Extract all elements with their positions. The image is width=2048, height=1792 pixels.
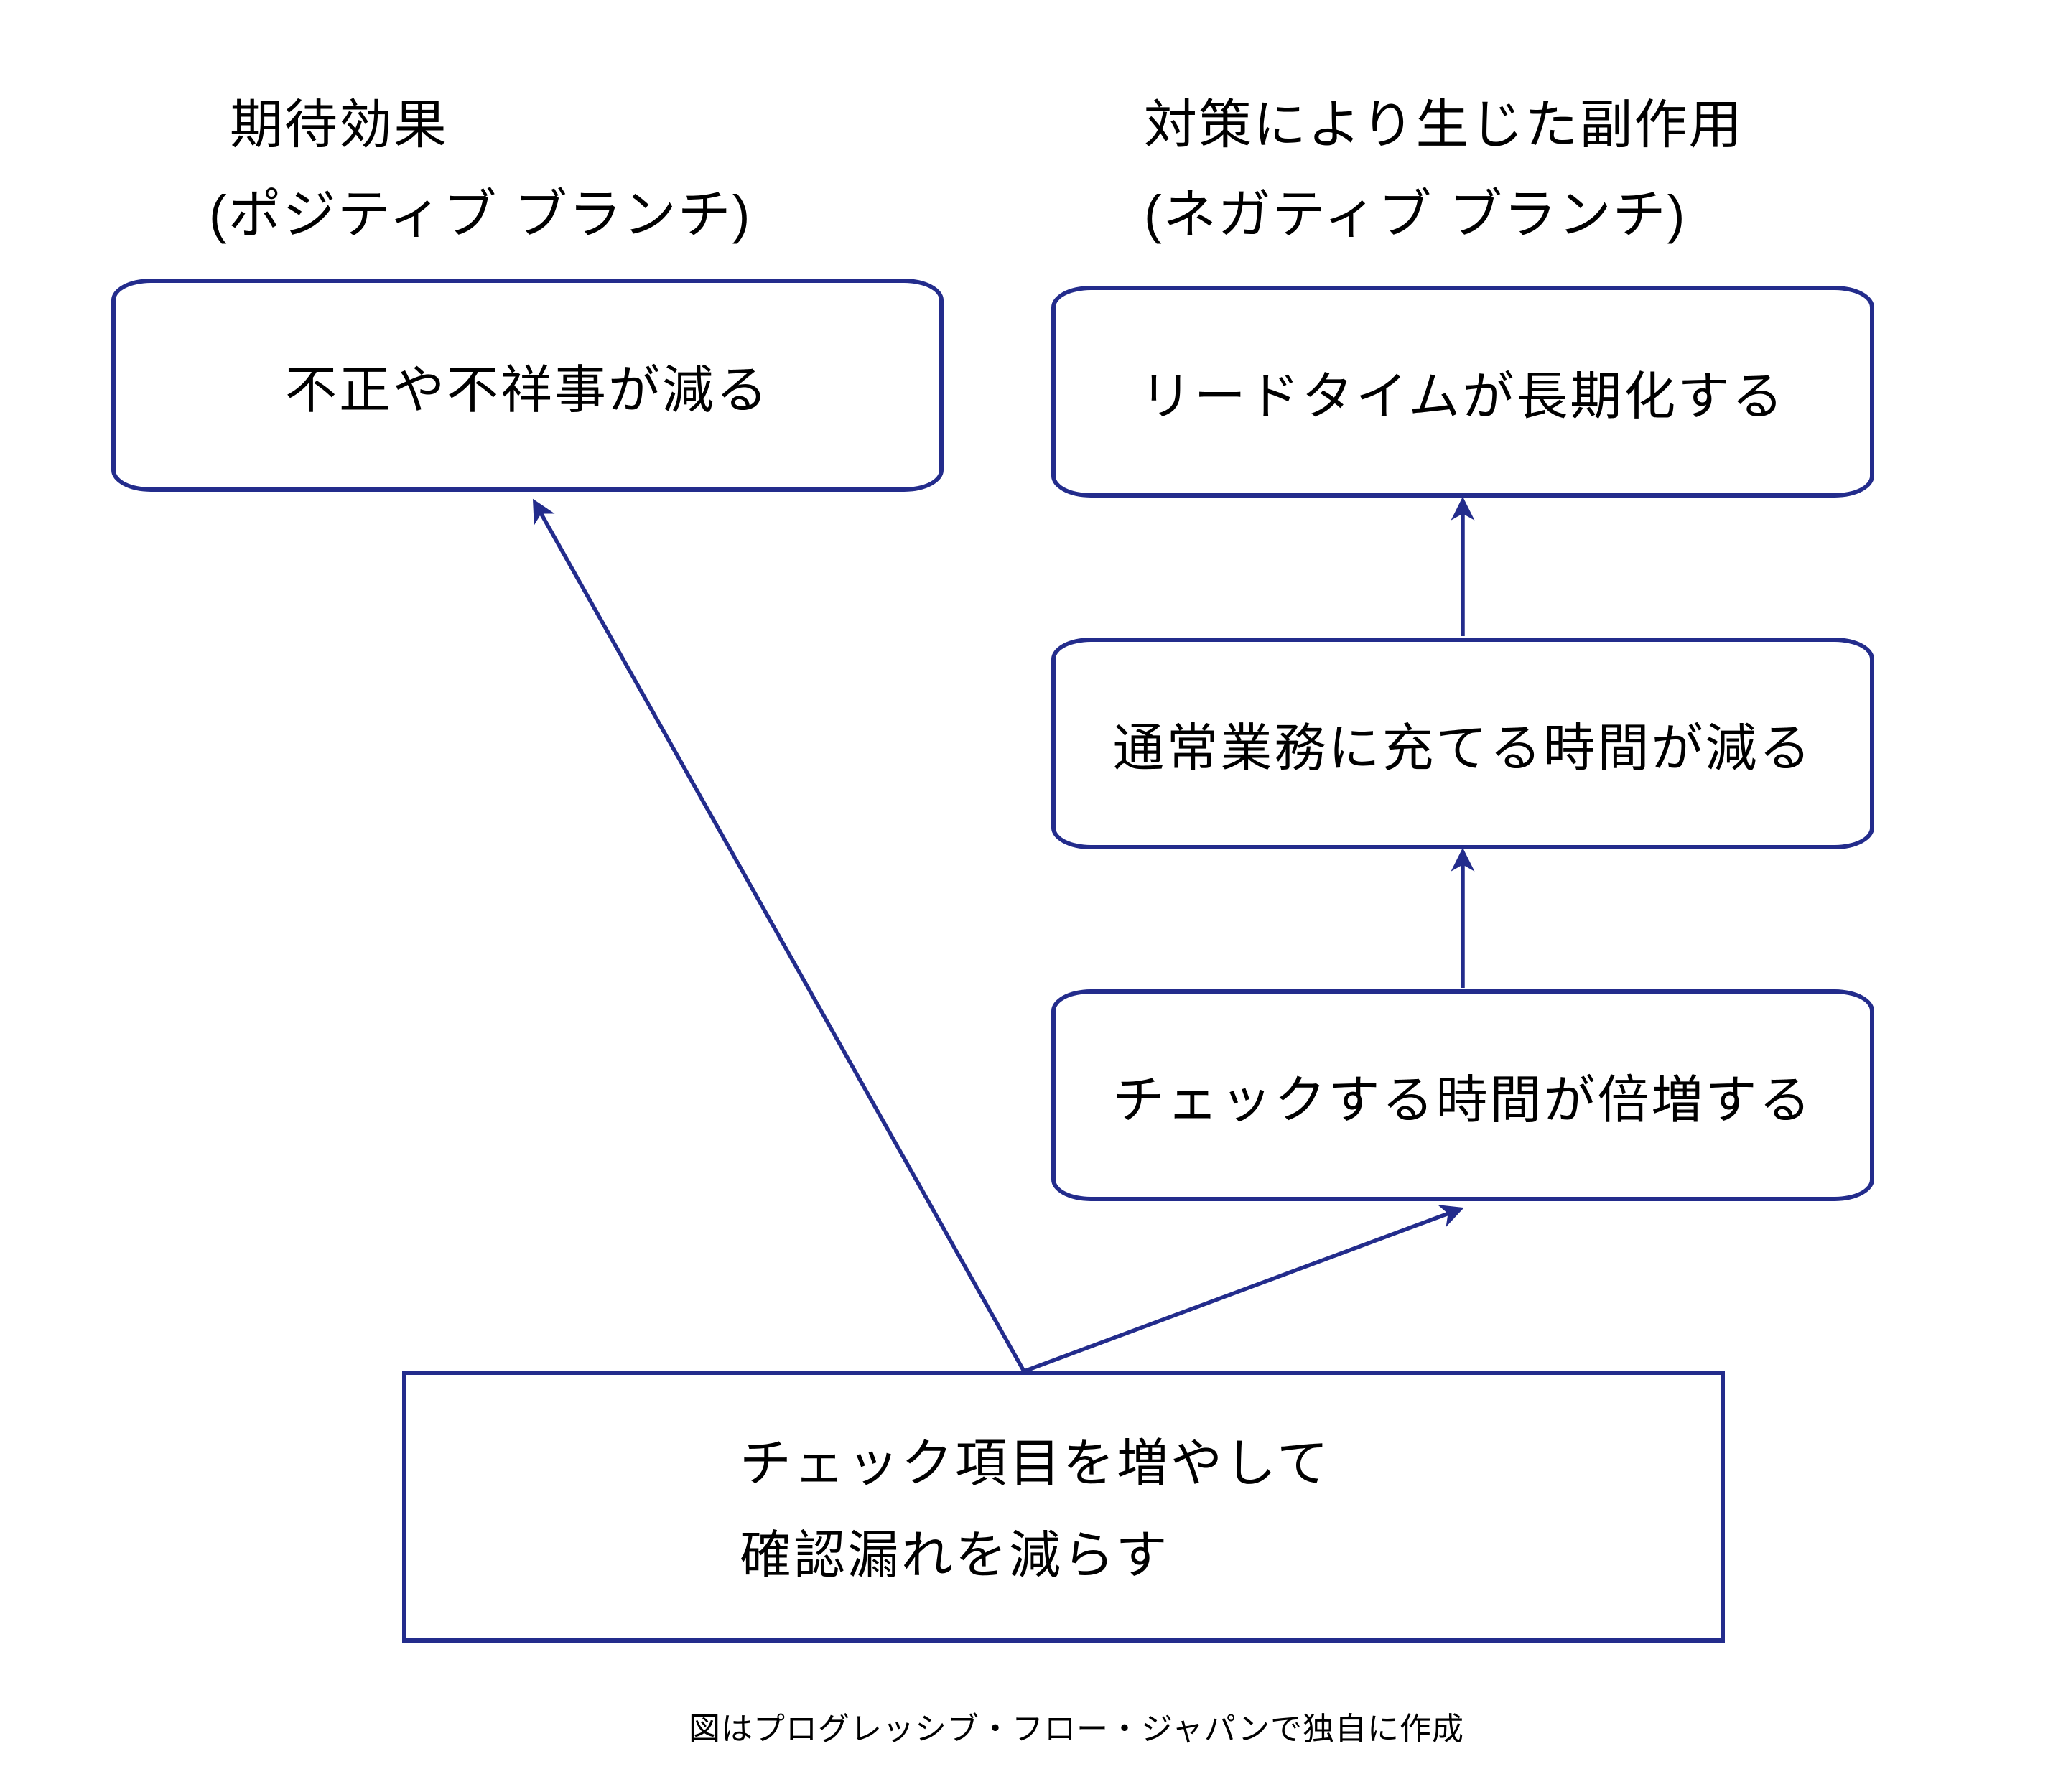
node-root-action-line2: 確認漏れを減らす	[740, 1527, 1170, 1585]
node-root-action-line1: チェック項目を増やして	[740, 1435, 1331, 1493]
node-regular-work-time: 通常業務に充てる時間が減る	[1051, 638, 1874, 849]
node-lead-time: リードタイムが長期化する	[1051, 286, 1874, 498]
node-check-time-label: チェックする時間が倍増する	[1112, 1072, 1813, 1129]
node-root-action: チェック項目を増やして 確認漏れを減らす	[402, 1371, 1725, 1643]
node-positive-effect-label: 不正や不祥事が減る	[284, 362, 770, 419]
header-negative-subtitle: (ネガティブ ブランチ)	[1144, 185, 1687, 244]
header-negative-title: 対策により生じた副作用	[1144, 95, 1744, 154]
header-positive-subtitle: (ポジティブ ブランチ)	[209, 185, 752, 244]
header-positive-title: 期待効果	[230, 95, 448, 154]
arrow-root-to-positive-effect	[532, 498, 1026, 1373]
arrow-root-to-check-time	[1023, 1205, 1464, 1373]
caption: 図はプログレッシブ・フロー・ジャパンで独自に作成	[689, 1712, 1464, 1747]
node-root-action-text: チェック項目を増やして 確認漏れを減らす	[740, 1438, 1331, 1582]
node-lead-time-label: リードタイムが長期化する	[1140, 368, 1786, 426]
node-positive-effect: 不正や不祥事が減る	[111, 279, 944, 492]
node-regular-work-time-label: 通常業務に充てる時間が減る	[1112, 720, 1813, 778]
node-check-time: チェックする時間が倍増する	[1051, 989, 1874, 1201]
